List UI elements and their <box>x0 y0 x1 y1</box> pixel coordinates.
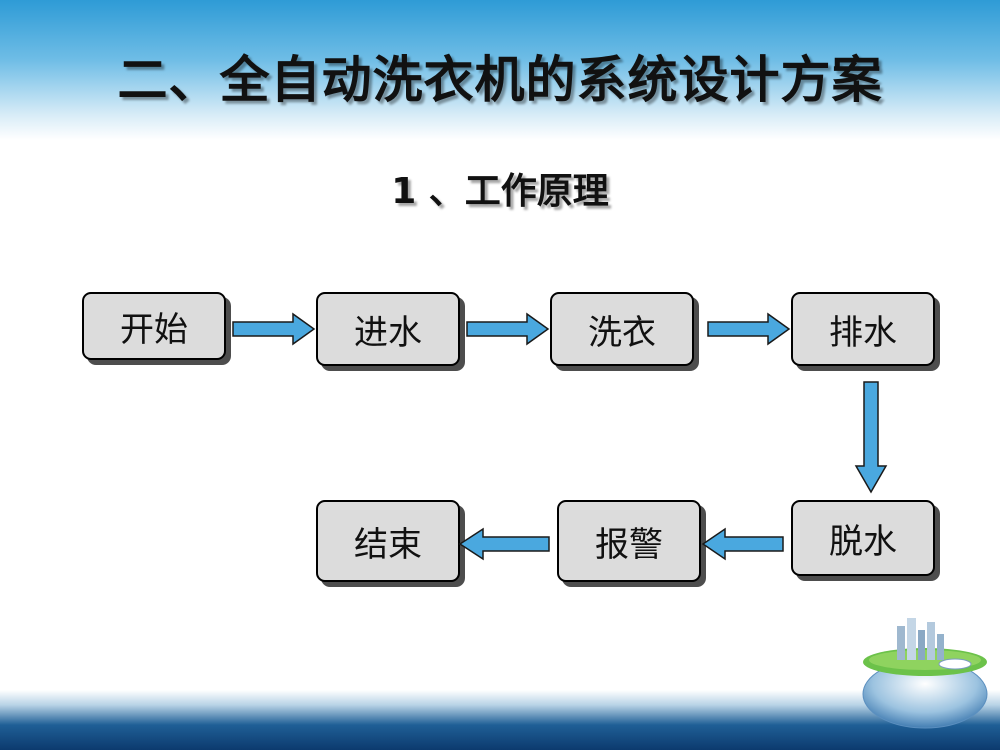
step-wash: 洗衣 <box>550 292 694 366</box>
arrow-start-to-water-in <box>232 312 316 346</box>
slide-title: 二、全自动洗衣机的系统设计方案 <box>117 51 883 109</box>
arrow-water-in-to-wash <box>466 312 550 346</box>
globe-city-icon <box>862 618 988 729</box>
step-drain: 排水 <box>791 292 935 366</box>
arrow-spin-dry-to-alarm <box>701 527 784 561</box>
arrow-drain-to-spin-dry <box>854 381 888 494</box>
step-alarm: 报警 <box>557 500 701 582</box>
arrow-wash-to-drain <box>707 312 791 346</box>
arrow-alarm-to-end <box>458 527 550 561</box>
step-end: 结束 <box>316 500 460 582</box>
section-subtitle: 1 、工作原理 <box>391 171 609 212</box>
step-water-in: 进水 <box>316 292 460 366</box>
step-spin-dry: 脱水 <box>791 500 935 576</box>
step-start: 开始 <box>82 292 226 360</box>
